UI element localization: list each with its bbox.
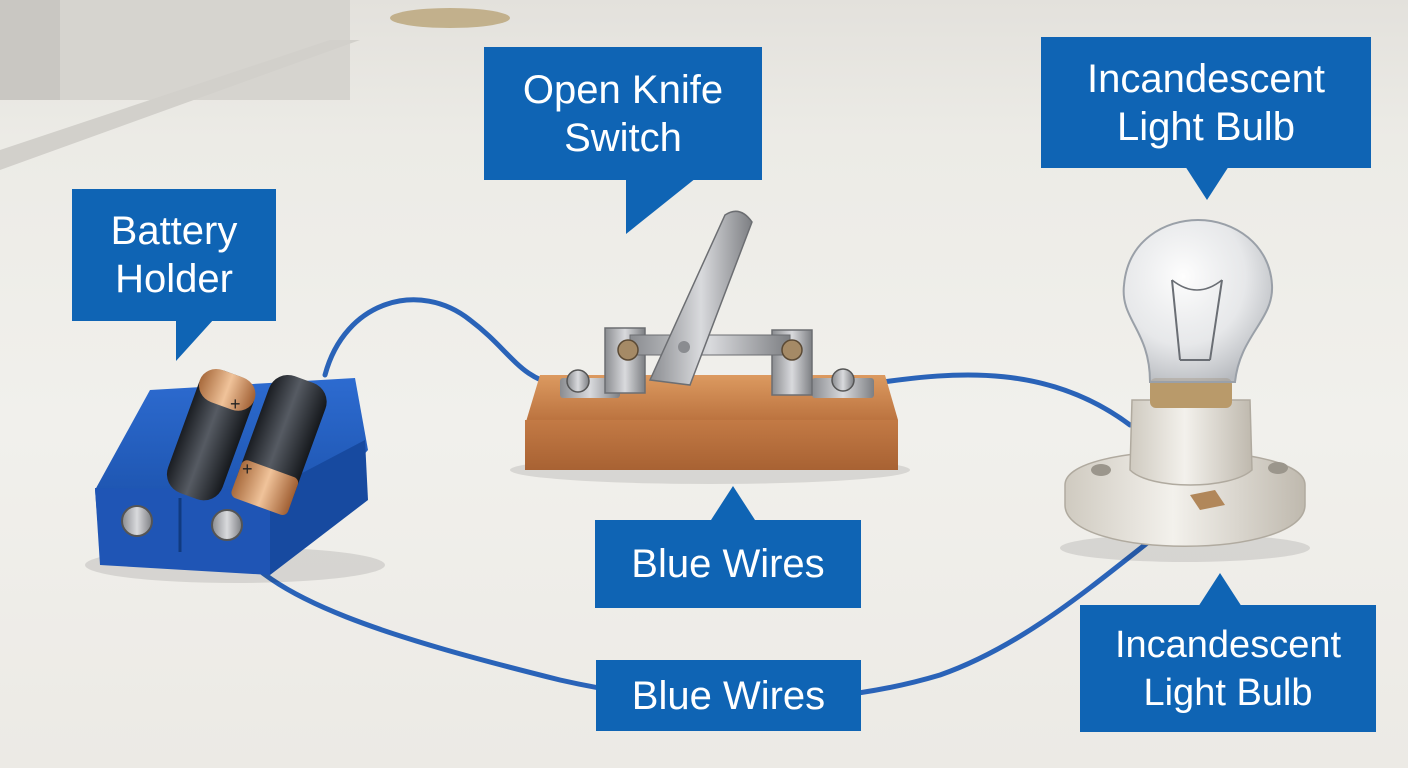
battery-holder-label-pointer bbox=[176, 319, 214, 361]
battery-terminal-left bbox=[121, 505, 153, 537]
battery-terminal-right bbox=[211, 509, 243, 541]
knife-switch-icon bbox=[510, 210, 910, 484]
battery-cell-left bbox=[166, 368, 256, 501]
bulb-glass bbox=[1122, 218, 1274, 383]
socket-collar bbox=[1129, 399, 1253, 486]
background-cabinet bbox=[0, 0, 510, 170]
battery-holder-icon: + + bbox=[85, 368, 385, 583]
knife-switch-label-pointer bbox=[626, 178, 696, 234]
light-bulb-label-top-pointer bbox=[1185, 166, 1229, 200]
light-bulb-icon bbox=[1060, 218, 1310, 562]
blue-wires-label-middle-pointer bbox=[711, 486, 755, 520]
wire-battery-to-switch bbox=[322, 297, 563, 388]
light-bulb-label-top: Incandescent Light Bulb bbox=[1041, 37, 1371, 168]
blue-wires-label-middle: Blue Wires bbox=[595, 520, 861, 608]
blue-wires-label-bottom: Blue Wires bbox=[596, 660, 861, 731]
wire-switch-to-bulb bbox=[867, 372, 1133, 428]
battery-holder-label: Battery Holder bbox=[72, 189, 276, 321]
knife-switch-label: Open Knife Switch bbox=[484, 47, 762, 180]
battery-cell-right bbox=[231, 374, 327, 516]
battery-plus-mark-left: + bbox=[230, 394, 241, 414]
light-bulb-label-bottom: Incandescent Light Bulb bbox=[1080, 605, 1376, 732]
switch-blade bbox=[648, 210, 753, 386]
switch-wood-front bbox=[525, 420, 898, 470]
light-bulb-label-bottom-pointer bbox=[1198, 573, 1242, 607]
battery-plus-mark-right: + bbox=[242, 459, 253, 479]
